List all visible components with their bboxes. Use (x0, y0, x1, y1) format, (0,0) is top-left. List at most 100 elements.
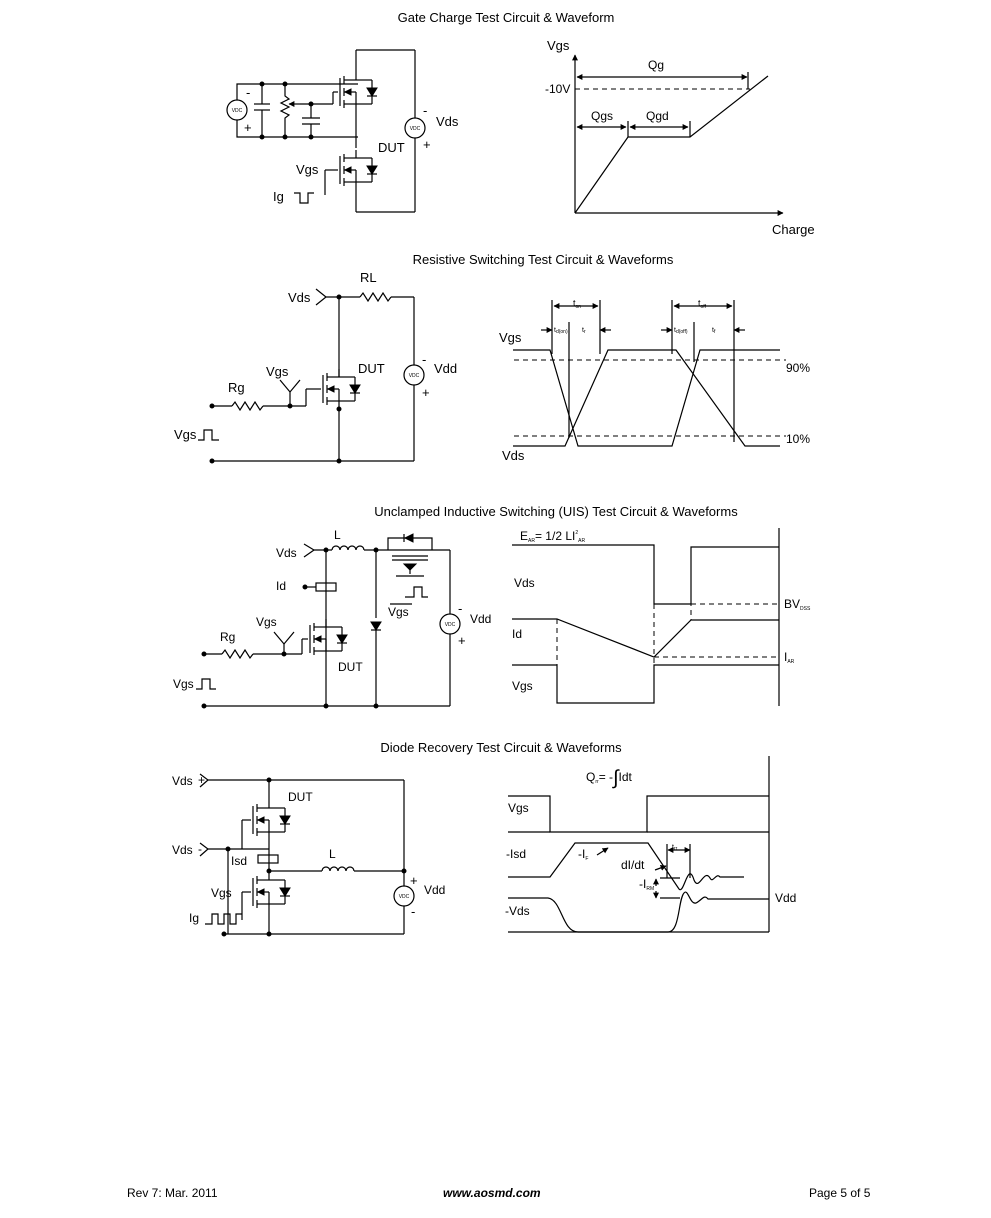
resistive-switching-waveform: Vgs Vds 90% 10% ton toff td(on) tr td(of… (499, 298, 810, 463)
plus-sign: + (410, 873, 418, 888)
resistive-switching-circuit: RL Vds VDC - + Vdd DUT Vgs Rg Vgs (174, 270, 457, 464)
minus-sign: - (423, 103, 427, 118)
qg-label: Qg (648, 58, 664, 72)
qgd-label: Qgd (646, 109, 669, 123)
dut-label: DUT (288, 790, 313, 804)
minus-sign: - (422, 352, 426, 367)
vds-label: Vds (288, 290, 311, 305)
minus-sign: - (198, 842, 202, 856)
terminal-arrow-icon (315, 288, 327, 306)
vdc-label: VDC (399, 894, 410, 900)
ear-label: EAR= 1/2 LI2AR (520, 529, 585, 544)
isd-label: Isd (231, 854, 247, 868)
vgs-label: Vgs (266, 364, 289, 379)
isd-label: -Isd (506, 847, 526, 861)
ig-label: Ig (273, 189, 284, 204)
diode-recovery-waveform: Qrr= -∫Idt Vgs -Isd -IF dI/dt trr -IRM -… (505, 756, 796, 933)
vdc-label: VDC (445, 622, 456, 628)
vds-label: Vds (502, 448, 525, 463)
tf-label: tf (712, 327, 716, 335)
id-label: Id (512, 627, 522, 641)
if-label: -IF (578, 847, 588, 862)
dut-label: DUT (358, 361, 385, 376)
pulse-icon (198, 429, 219, 441)
terminal-arrow-icon (273, 631, 295, 645)
p10-label: 10% (786, 432, 810, 446)
vgs-label: Vgs (211, 886, 232, 900)
gate-charge-title: Gate Charge Test Circuit & Waveform (398, 10, 615, 25)
qgs-label: Qgs (591, 109, 613, 123)
footer-page-number: Page 5 of 5 (809, 1186, 871, 1200)
vdd-label: Vdd (434, 361, 457, 376)
y-axis-label: Vgs (547, 38, 570, 53)
vgs-label: Vgs (499, 330, 522, 345)
ton-label: ton (573, 298, 581, 310)
diode-recovery-title: Diode Recovery Test Circuit & Waveforms (380, 740, 622, 755)
pulse-icon (294, 192, 314, 204)
vds-minus-label: Vds (172, 843, 193, 857)
plus-sign: + (458, 633, 466, 648)
gate-charge-waveform: Vgs Charge -10V Qg Qgs Qgd (545, 38, 815, 237)
tr-label: tr (582, 327, 586, 335)
plus-sign: + (198, 773, 205, 787)
uis-circuit: L Vds Vgs Id VDC - + V (173, 528, 491, 709)
vgs-label: Vgs (508, 801, 529, 815)
plus-sign: + (423, 137, 431, 152)
trr-label: trr (672, 844, 678, 852)
resistive-switching-title: Resistive Switching Test Circuit & Wavef… (413, 252, 674, 267)
vdc-label: VDC (410, 126, 421, 132)
bvdss-label: BVDSS (784, 597, 811, 612)
p90-label: 90% (786, 361, 810, 375)
plus-sign: + (422, 385, 430, 400)
vdc-label: VDC (409, 373, 420, 379)
vdd-label: Vdd (470, 612, 491, 626)
inductor-label: L (329, 847, 336, 861)
rl-label: RL (360, 270, 377, 285)
diode-recovery-circuit: Vds + DUT Vds - Isd L VDC + - Vdd (172, 773, 445, 937)
vds-label: Vds (514, 576, 535, 590)
dut-label: DUT (378, 140, 405, 155)
uis-waveform: EAR= 1/2 LI2AR Vds Id Vgs BVDSS IAR (512, 528, 811, 706)
uis-title: Unclamped Inductive Switching (UIS) Test… (374, 504, 738, 519)
x-axis-label: Charge (772, 222, 815, 237)
vgs-label: Vgs (296, 162, 319, 177)
irm-label: -IRM (639, 877, 654, 892)
qrr-label: Qrr= -∫Idt (586, 767, 633, 789)
terminal-arrow-icon (303, 543, 316, 558)
dut-label: DUT (338, 660, 363, 674)
footer-website-link[interactable]: www.aosmd.com (443, 1186, 541, 1200)
minus-sign: - (411, 904, 415, 919)
vds-label: Vds (436, 114, 459, 129)
vds-label: -Vds (505, 904, 530, 918)
id-label: Id (276, 579, 286, 593)
gate-charge-circuit: VDC - + VDC - + Vds (226, 49, 459, 213)
vgs-pulse-label: Vgs (174, 427, 197, 442)
iar-label: IAR (784, 650, 795, 665)
level-label: -10V (545, 82, 570, 96)
vds-label: Vds (276, 546, 297, 560)
rg-label: Rg (220, 630, 235, 644)
minus-sign: - (458, 601, 462, 616)
rg-label: Rg (228, 380, 245, 395)
minus-sign: - (246, 85, 250, 100)
pulse-icon (196, 678, 216, 690)
footer-revision: Rev 7: Mar. 2011 (127, 1186, 218, 1200)
didt-label: dI/dt (621, 858, 645, 872)
inductor-label: L (334, 528, 341, 542)
vgs-label: Vgs (512, 679, 533, 693)
tdoff-label: td(off) (674, 327, 688, 335)
plus-sign: + (244, 120, 252, 135)
vdd-label: Vdd (775, 891, 796, 905)
vdc-label: VDC (232, 108, 243, 114)
terminal-arrow-icon (279, 379, 301, 393)
vgs-bar-label: Vgs (388, 605, 409, 619)
toff-label: toff (698, 298, 707, 310)
vdd-label: Vdd (424, 883, 445, 897)
vgs-pulse-label: Vgs (173, 677, 194, 691)
pulse-icon (205, 913, 242, 925)
tdon-label: td(on) (554, 327, 568, 335)
pulse-icon (405, 586, 428, 598)
ig-label: Ig (189, 911, 199, 925)
vgs-label: Vgs (256, 615, 277, 629)
vds-plus-label: Vds (172, 774, 193, 788)
